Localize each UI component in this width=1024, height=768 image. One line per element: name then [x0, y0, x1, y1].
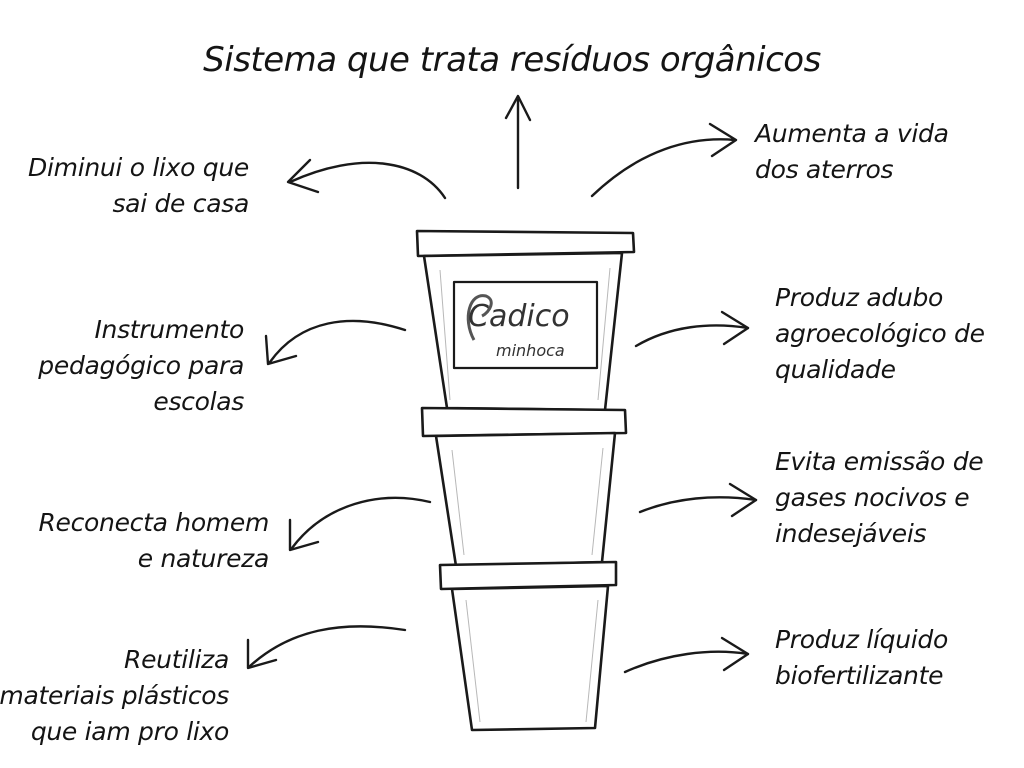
diagram-title: Sistema que trata resíduos orgânicos: [203, 40, 821, 80]
benefit-line: e natureza: [137, 544, 270, 573]
worm-logo-icon: [466, 294, 493, 341]
arrow-right-3-icon: [638, 482, 758, 518]
arrow-left-3-icon: [288, 496, 432, 552]
top-lid: [415, 229, 636, 258]
benefit-avoids-gas-emission: Evita emissão de gases nocivos e indesej…: [775, 444, 984, 552]
benefit-line: Evita emissão de: [775, 447, 984, 476]
benefit-line: qualidade: [775, 355, 896, 384]
bottom-bin: [450, 584, 610, 732]
middle-lid: [420, 406, 628, 438]
arrow-right-2-icon: [634, 310, 750, 348]
arrow-right-4-icon: [623, 636, 750, 674]
benefit-line: sai de casa: [112, 189, 249, 218]
benefit-line: indesejáveis: [775, 519, 927, 548]
benefit-line: dos aterros: [755, 155, 894, 184]
arrow-left-4-icon: [246, 625, 407, 670]
benefit-line: que iam pro lixo: [30, 717, 229, 746]
benefit-line: gases nocivos e: [775, 483, 970, 512]
benefit-reduces-household-waste: Diminui o lixo que sai de casa: [28, 150, 249, 222]
benefit-line: Diminui o lixo que: [28, 153, 249, 182]
benefit-line: Reutiliza: [124, 645, 229, 674]
benefit-liquid-biofertilizer: Produz líquido biofertilizante: [775, 622, 948, 694]
benefit-reconnects-nature: Reconecta homem e natureza: [38, 505, 269, 577]
logo-cadico-text: Cadico: [468, 299, 570, 334]
arrow-top-right-icon: [590, 122, 738, 198]
arrow-up-icon: [504, 94, 532, 190]
benefit-line: escolas: [153, 387, 244, 416]
benefit-line: Instrumento: [94, 315, 244, 344]
benefit-line: Produz adubo: [775, 283, 944, 312]
bottom-lid: [438, 560, 618, 591]
logo-minhoca-text: minhoca: [496, 341, 565, 360]
benefit-line: agroecológico de: [775, 319, 985, 348]
arrow-top-left-icon: [286, 158, 447, 200]
worm-bin-stack: [415, 229, 636, 732]
arrow-left-2-icon: [264, 319, 407, 366]
benefit-line: biofertilizante: [775, 661, 944, 690]
benefit-line: pedagógico para: [38, 351, 244, 380]
benefit-teaching-tool: Instrumento pedagógico para escolas: [38, 312, 244, 420]
benefit-landfill-life: Aumenta a vida dos aterros: [755, 116, 949, 188]
benefit-line: Produz líquido: [775, 625, 948, 654]
benefit-line: Reconecta homem: [38, 508, 269, 537]
benefit-line: materiais plásticos: [0, 681, 229, 710]
benefit-line: Aumenta a vida: [755, 119, 949, 148]
benefit-reuses-plastics: Reutiliza materiais plásticos que iam pr…: [0, 642, 229, 750]
benefit-quality-compost: Produz adubo agroecológico de qualidade: [775, 280, 985, 388]
